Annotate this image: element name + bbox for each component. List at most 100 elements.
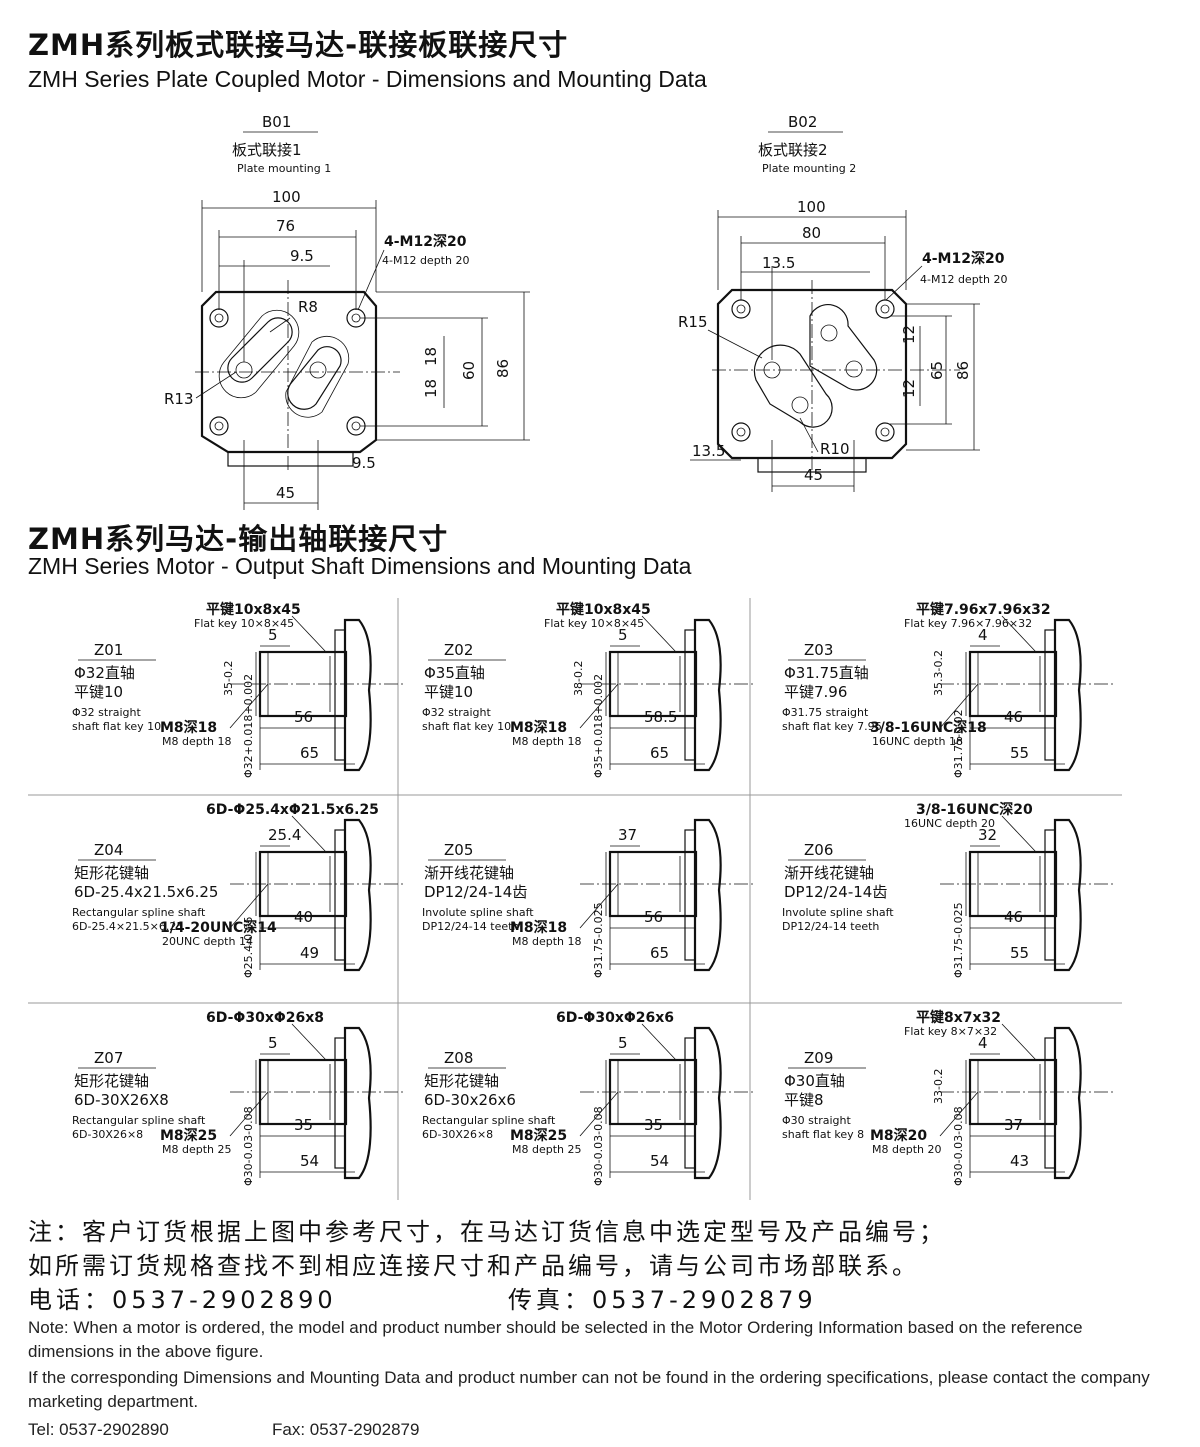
plate-dim-rb: R10 — [820, 440, 850, 458]
shaft-label-en-1: Φ32 straight — [422, 706, 491, 719]
shaft-thread-en: 16UNC depth 18 — [872, 735, 963, 748]
shaft-dim-len2: 54 — [650, 1152, 669, 1170]
shaft-thread-cn: M8深25 — [160, 1127, 217, 1144]
shaft-dim-diam: Φ30-0.03-0.08 — [242, 1106, 255, 1186]
shaft-key-cn: 6D-Φ30xΦ26x6 — [556, 1010, 674, 1026]
shaft-label-cn-2: 平键10 — [74, 683, 123, 701]
shaft-key-en: Flat key 10×8×45 — [194, 617, 294, 630]
shaft-dim-top: 5 — [268, 1034, 278, 1052]
shaft-label-cn-2: 6D-30X26X8 — [74, 1091, 169, 1109]
shaft-dim-top: 4 — [978, 1034, 988, 1052]
shaft-dim-diam: Φ31.75-0.02 — [952, 709, 965, 778]
shaft-key-cn: 平键8x7x32 — [916, 1009, 1001, 1026]
plate-code: B01 — [262, 113, 291, 131]
shaft-dim-tol: 38-0.2 — [572, 661, 585, 696]
shaft-label-en-2: shaft flat key 10 — [72, 720, 161, 733]
shaft-thread-cn: 1/4-20UNC深14 — [160, 919, 277, 936]
shaft-dim-diam: Φ32+0.018+0.002 — [242, 674, 255, 778]
shaft-key-cn: 3/8-16UNC深20 — [916, 801, 1033, 818]
shaft-thread-en: M8 depth 25 — [512, 1143, 582, 1156]
shaft-dim-len1: 56 — [644, 908, 663, 926]
plate-dim-bot1: 9.5 — [352, 454, 376, 472]
shaft-dim-len1: 46 — [1004, 708, 1023, 726]
shaft-code: Z09 — [804, 1049, 833, 1067]
shaft-label-cn-2: 6D-25.4x21.5x6.25 — [74, 883, 218, 901]
plate-dim-w3: 9.5 — [290, 247, 314, 265]
shaft-label-en-2: shaft flat key 8 — [782, 1128, 864, 1141]
plate-thread-cn: 4-M12深20 — [384, 233, 467, 250]
plate-dim-h: 86 — [494, 359, 512, 378]
shaft-label-cn-1: Φ32直轴 — [74, 664, 135, 682]
plate-name-en: Plate mounting 2 — [762, 162, 856, 175]
shaft-code: Z02 — [444, 641, 473, 659]
shaft-label-cn-2: 平键8 — [784, 1091, 824, 1109]
shaft-label-cn-2: 平键10 — [424, 683, 473, 701]
shaft-dim-diam: Φ30-0.03-0.08 — [592, 1106, 605, 1186]
shaft-key-en: Flat key 8×7×32 — [904, 1025, 997, 1038]
shaft-dim-len1: 46 — [1004, 908, 1023, 926]
shaft-dim-len2: 54 — [300, 1152, 319, 1170]
note-en-2: If the corresponding Dimensions and Moun… — [28, 1368, 1150, 1411]
shaft-label-en-2: DP12/24-14 teeth — [422, 920, 519, 933]
shaft-dim-top: 5 — [618, 1034, 628, 1052]
shaft-key-cn: 平键7.96x7.96x32 — [916, 601, 1051, 618]
shaft-label-en-1: Involute spline shaft — [422, 906, 534, 919]
plate-dim-bot2: 45 — [804, 466, 823, 484]
shaft-thread-cn: M8深18 — [510, 919, 567, 936]
shaft-dim-tol: 35.3-0.2 — [932, 650, 945, 696]
plate-dim-h2: 65 — [928, 361, 946, 380]
shaft-dim-len1: 58.5 — [644, 708, 677, 726]
shaft-code: Z05 — [444, 841, 473, 859]
shaft-dim-top: 5 — [268, 626, 278, 644]
plate-dim-h3b: 12 — [900, 379, 918, 398]
plate-dim-ra: R15 — [678, 313, 708, 331]
shaft-dim-len1: 40 — [294, 908, 313, 926]
shaft-thread-en: M8 depth 18 — [512, 735, 582, 748]
plate-thread-en: 4-M12 depth 20 — [920, 273, 1007, 286]
plate-dim-bot1: 13.5 — [692, 442, 725, 460]
shaft-code: Z01 — [94, 641, 123, 659]
shaft-code: Z07 — [94, 1049, 123, 1067]
fax-cn: 传真：0537-2902879 — [508, 1286, 817, 1314]
shaft-dim-len2: 55 — [1010, 944, 1029, 962]
shaft-thread-cn: M8深18 — [160, 719, 217, 736]
section2-title-en: ZMH Series Motor - Output Shaft Dimensio… — [28, 553, 692, 579]
note-cn-line2: 如所需订货规格查找不到相应连接尺寸和产品编号，请与公司市场部联系。 — [28, 1252, 919, 1280]
plate-name-en: Plate mounting 1 — [237, 162, 331, 175]
shaft-label-cn-1: 渐开线花键轴 — [784, 864, 874, 882]
shaft-key-cn: 平键10x8x45 — [206, 601, 301, 618]
shaft-thread-cn: M8深20 — [870, 1127, 927, 1144]
shaft-key-cn: 6D-Φ30xΦ26x8 — [206, 1010, 324, 1026]
shaft-dim-len2: 65 — [650, 744, 669, 762]
plate-code: B02 — [788, 113, 817, 131]
shaft-dim-diam: Φ31.75-0.025 — [952, 902, 965, 978]
shaft-dim-diam: Φ30-0.03-0.08 — [952, 1106, 965, 1186]
plate-dim-w3: 13.5 — [762, 254, 795, 272]
shaft-dim-top: 4 — [978, 626, 988, 644]
shaft-code: Z06 — [804, 841, 833, 859]
shaft-code: Z08 — [444, 1049, 473, 1067]
plate-name-cn: 板式联接1 — [232, 141, 302, 159]
plate-thread-cn: 4-M12深20 — [922, 250, 1005, 267]
shaft-thread-en: M8 depth 18 — [162, 735, 232, 748]
shaft-dim-len1: 37 — [1004, 1116, 1023, 1134]
shaft-key-en: Flat key 10×8×45 — [544, 617, 644, 630]
plate-dim-h2: 60 — [460, 361, 478, 380]
shaft-label-cn-1: 矩形花键轴 — [424, 1072, 499, 1090]
plate-dim-rb: R13 — [164, 390, 194, 408]
plate-dim-ra: R8 — [298, 298, 318, 316]
shaft-label-cn-1: Φ31.75直轴 — [784, 664, 869, 682]
plate-b01-diagram: B01 板式联接1 Plate mounting 1 100 76 9.5 — [164, 113, 530, 510]
shaft-label-cn-2: DP12/24-14齿 — [424, 883, 527, 901]
plate-dim-w2: 80 — [802, 224, 821, 242]
shaft-thread-en: M8 depth 25 — [162, 1143, 232, 1156]
shaft-label-en-2: 6D-30X26×8 — [72, 1128, 143, 1141]
